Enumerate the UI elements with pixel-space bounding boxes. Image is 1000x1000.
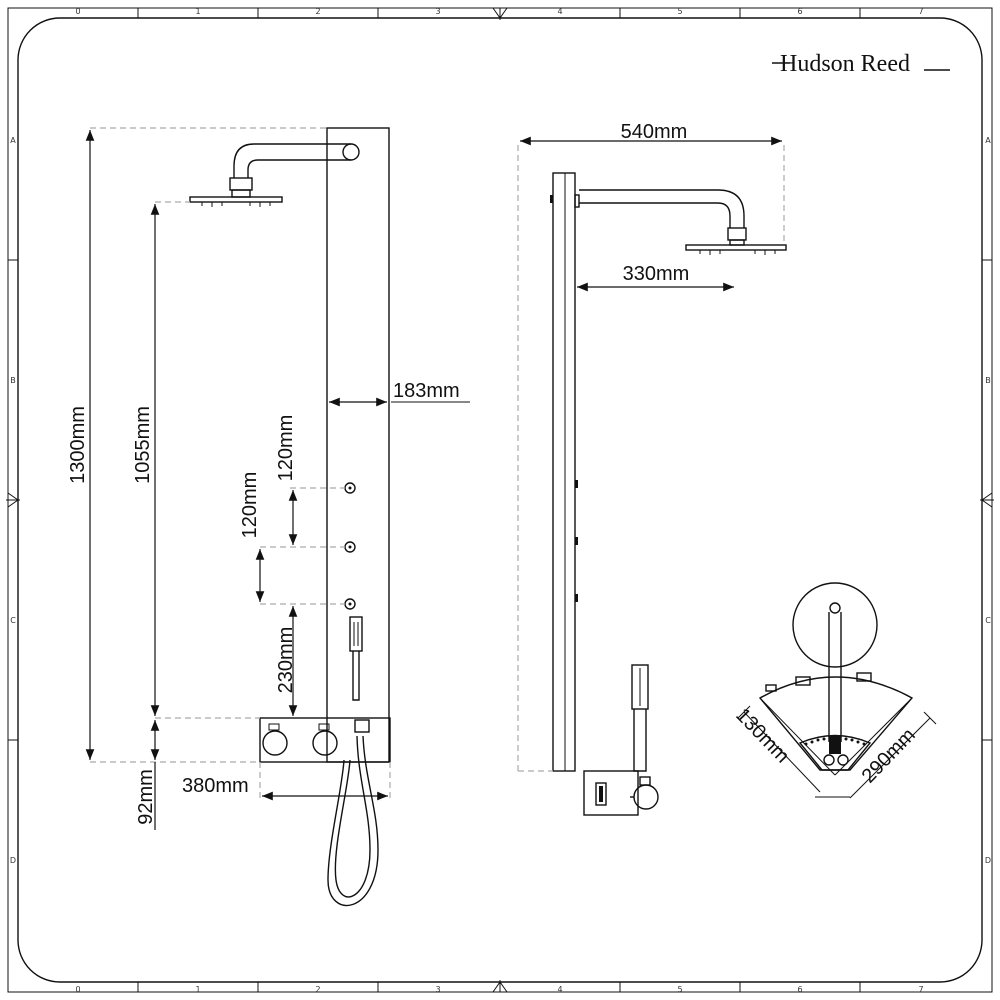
label-jet-spacing-lower: 120mm xyxy=(239,472,261,539)
brand-logo: Hudson Reed xyxy=(772,51,950,77)
row-label-left: A xyxy=(10,136,16,145)
row-label-right: A xyxy=(985,136,991,145)
col-label-bottom: 0 xyxy=(75,985,80,994)
front-view: 1300mm 1055mm 183mm 120mm 120mm 230mm 38… xyxy=(67,127,470,907)
side-shower-arm xyxy=(579,189,745,228)
col-label-top: 1 xyxy=(195,7,200,16)
label-jet-to-valve: 230mm xyxy=(275,627,297,694)
col-label-bottom: 5 xyxy=(677,985,682,994)
thermostatic-knob xyxy=(262,730,288,756)
hose-outlet xyxy=(354,719,370,733)
hand-shower xyxy=(349,616,363,652)
col-label-top: 4 xyxy=(557,7,562,16)
col-label-bottom: 6 xyxy=(797,985,802,994)
side-view: 540mm 330mm xyxy=(517,121,787,816)
col-label-top: 7 xyxy=(918,7,923,16)
col-label-bottom: 4 xyxy=(557,985,562,994)
label-valve-width: 380mm xyxy=(182,775,249,797)
col-label-bottom: 7 xyxy=(918,985,923,994)
col-label-bottom: 2 xyxy=(315,985,320,994)
valve-box xyxy=(259,717,391,763)
dim-290 xyxy=(849,717,931,799)
flow-knob xyxy=(312,730,338,756)
arm-mount xyxy=(342,143,360,161)
front-panel xyxy=(326,127,390,763)
col-label-top: 6 xyxy=(797,7,802,16)
side-shower-head xyxy=(685,244,787,251)
col-label-bottom: 3 xyxy=(435,985,440,994)
col-label-bottom: 1 xyxy=(195,985,200,994)
label-arm-reach: 330mm xyxy=(623,263,690,285)
label-base-offset: 92mm xyxy=(135,769,157,825)
brand-name: Hudson Reed xyxy=(780,51,910,77)
label-corner-side-b: 290mm xyxy=(858,724,920,787)
col-label-top: 2 xyxy=(315,7,320,16)
row-label-right: D xyxy=(985,856,991,865)
row-label-left: C xyxy=(10,616,16,625)
label-panel-depth: 183mm xyxy=(393,380,460,402)
ruler-labels: 0 1 2 3 4 5 6 7 0 1 2 3 4 5 6 7 A B C D … xyxy=(10,7,991,994)
col-label-top: 3 xyxy=(435,7,440,16)
row-label-left: B xyxy=(10,376,16,385)
side-hand-shower xyxy=(631,664,649,710)
col-label-top: 5 xyxy=(677,7,682,16)
label-jet-spacing-upper: 120mm xyxy=(275,415,297,482)
label-total-width: 540mm xyxy=(621,121,688,143)
plan-shower-head xyxy=(792,582,878,668)
plan-panel-arc xyxy=(798,734,872,771)
row-label-right: B xyxy=(985,376,991,385)
side-panel xyxy=(552,172,576,772)
dim-130 xyxy=(743,711,821,793)
drawing-frame xyxy=(6,7,994,993)
col-label-top: 0 xyxy=(75,7,80,16)
corner-plan-view: 130mm 290mm xyxy=(731,582,937,799)
row-label-right: C xyxy=(985,616,991,625)
side-valve-box xyxy=(583,770,639,816)
shower-arm xyxy=(233,143,351,178)
label-corner-side-a: 130mm xyxy=(731,704,793,767)
label-head-height: 1055mm xyxy=(132,406,154,484)
row-label-left: D xyxy=(10,856,16,865)
label-total-height: 1300mm xyxy=(67,406,89,484)
shower-head xyxy=(189,196,283,203)
